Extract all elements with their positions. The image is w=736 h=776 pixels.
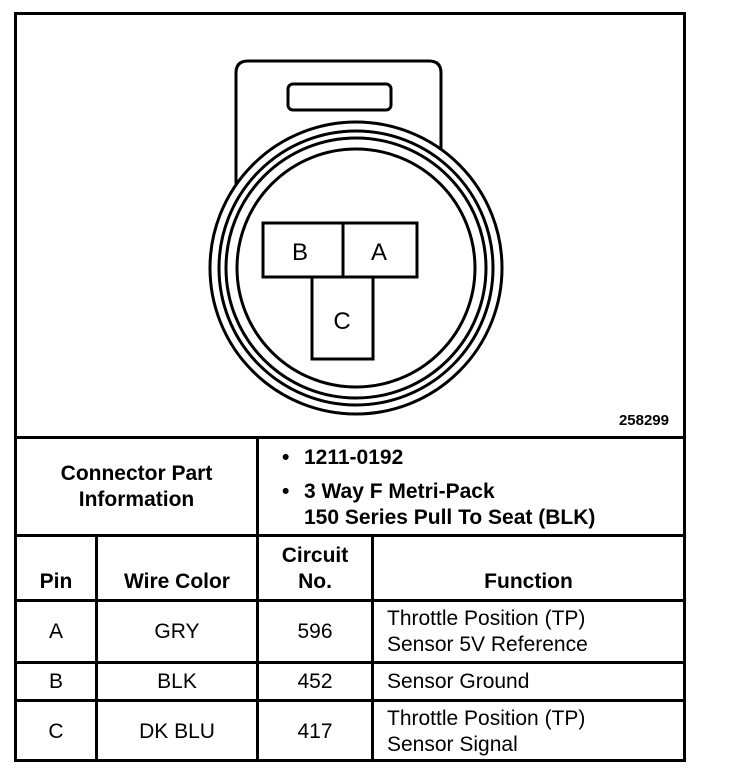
header-circuit-no: Circuit No. (281, 544, 349, 593)
divider (17, 599, 683, 602)
cell-circuit: 452 (297, 670, 333, 693)
header-function: Function (484, 570, 573, 593)
cell-function: Throttle Position (TP) Sensor Signal (387, 707, 586, 756)
cell-function: Sensor Ground (387, 670, 530, 693)
pin-b-cavity (261, 221, 345, 279)
connector-face-drawing: B A C (208, 59, 504, 416)
cell-circuit: 417 (297, 720, 333, 743)
pin-a-label: A (371, 239, 387, 266)
latch-slot (286, 82, 393, 112)
divider (256, 534, 259, 762)
pin-c-label: C (333, 308, 350, 335)
divider (17, 661, 683, 664)
header-wire-color: Wire Color (124, 570, 230, 593)
connector-info-frame: B A C 258299 Connector Part Information … (14, 12, 686, 762)
pin-b-label: B (292, 239, 308, 266)
pin-a-cavity (341, 221, 419, 279)
connector-diagram: B A C 258299 (17, 15, 683, 438)
divider (17, 699, 683, 702)
divider (17, 436, 683, 439)
divider (95, 534, 98, 762)
cell-wire-color: GRY (154, 620, 200, 643)
divider (256, 436, 259, 537)
cell-pin: A (48, 620, 63, 643)
bullet-item: • 1211-0192 (282, 446, 404, 469)
cell-pin: B (48, 670, 63, 693)
header-pin: Pin (39, 570, 73, 593)
connector-part-label: Connector Part Information (60, 462, 213, 511)
cell-function: Throttle Position (TP) Sensor 5V Referen… (387, 607, 588, 656)
cell-wire-color: BLK (157, 670, 197, 693)
cell-wire-color: DK BLU (139, 720, 215, 743)
cell-circuit: 596 (297, 620, 333, 643)
divider (371, 534, 374, 762)
figure-id: 258299 (618, 412, 669, 429)
connector-part-bullets: • 1211-0192 • 3 Way F Metri-Pack 150 Ser… (282, 445, 595, 531)
divider (17, 534, 683, 537)
cell-pin: C (48, 720, 64, 743)
bullet-item: • 3 Way F Metri-Pack 150 Series Pull To … (282, 480, 596, 529)
pin-c-cavity (310, 275, 375, 361)
